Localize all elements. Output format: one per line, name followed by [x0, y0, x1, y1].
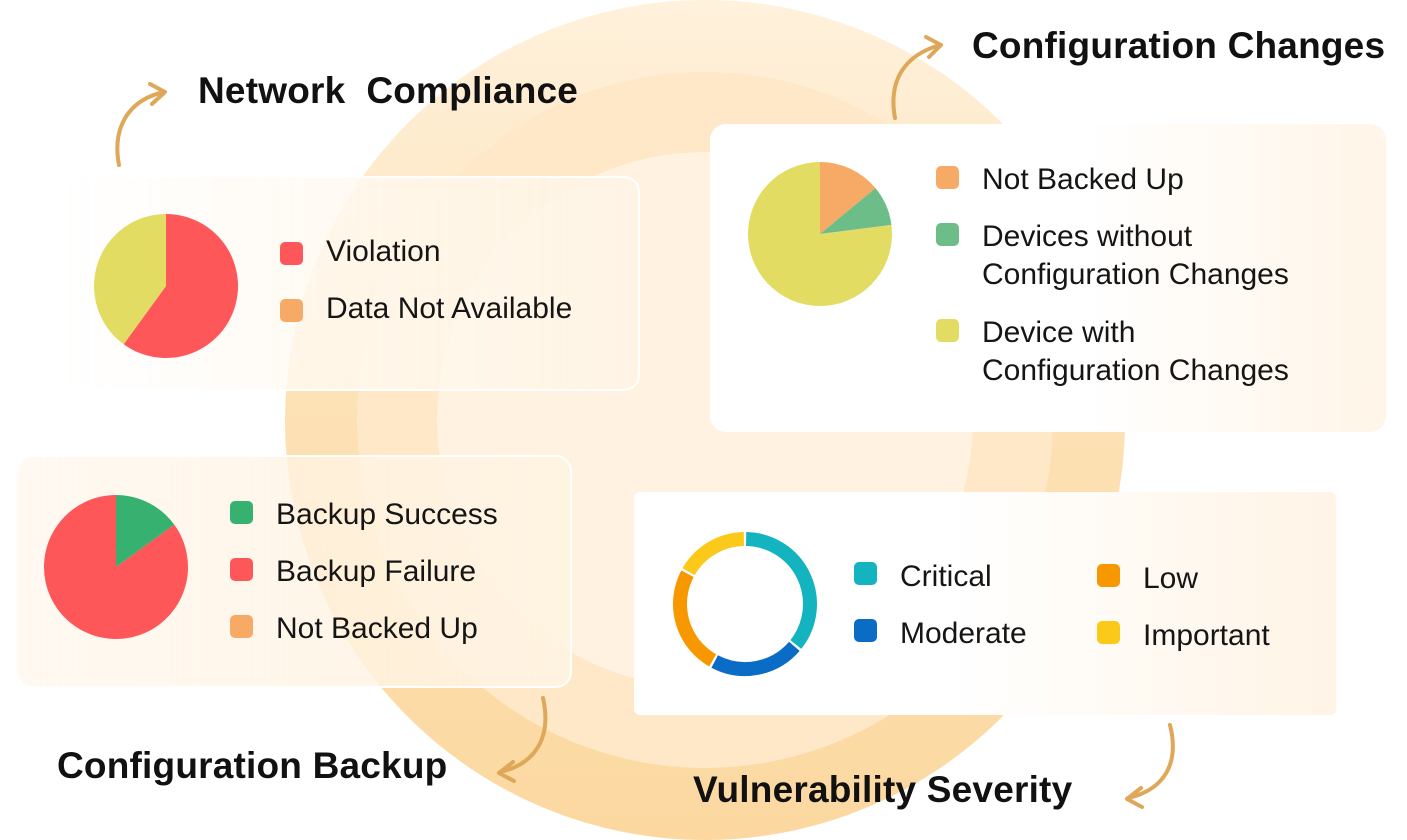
configuration-changes-card: Not Backed Up Devices without Configurat…: [710, 124, 1386, 432]
donut-segment-moderate: [711, 641, 800, 676]
legend-label-device-with-line2: Configuration Changes: [982, 354, 1289, 387]
network-compliance-card: Violation Data Not Available: [60, 176, 640, 391]
donut-segment-low: [673, 570, 717, 667]
swatch-low: [1097, 564, 1120, 587]
pie-slice-backup-failure: [43, 495, 188, 639]
legend-label-devices-without-line2: Configuration Changes: [982, 258, 1289, 291]
configuration-backup-pie: [43, 495, 188, 639]
arrow-network-compliance: [115, 82, 167, 167]
swatch-violation: [280, 242, 303, 265]
legend-label-low: Low: [1143, 562, 1199, 595]
legend-label-not-backed-up: Not Backed Up: [982, 163, 1184, 196]
arrow-vulnerability-severity: [1125, 723, 1175, 809]
network-compliance-title: Network Compliance: [198, 70, 579, 111]
swatch-important: [1097, 621, 1120, 644]
swatch-backup-failure: [230, 558, 253, 581]
swatch-data-not-available: [280, 299, 303, 322]
pie-slice-devices-without-configuration-changes: [820, 188, 892, 234]
vulnerability-severity-donut: [673, 532, 817, 676]
legend-label-backup-failure: Backup Failure: [276, 555, 477, 588]
arrow-configuration-backup: [497, 696, 548, 783]
configuration-changes-title: Configuration Changes: [972, 25, 1386, 66]
swatch-not-backed-up-backup: [230, 615, 253, 638]
swatch-devices-without-changes: [936, 223, 959, 246]
legend-label-not-backed-up-backup: Not Backed Up: [276, 612, 478, 645]
arrow-configuration-changes: [891, 35, 943, 120]
swatch-not-backed-up: [936, 166, 959, 189]
donut-segment-critical: [745, 532, 817, 649]
legend-label-backup-success: Backup Success: [276, 498, 498, 531]
configuration-changes-pie: [748, 162, 892, 306]
legend-label-device-with-line1: Device with: [982, 316, 1136, 349]
legend-label-moderate: Moderate: [900, 617, 1027, 650]
pie-slice-other: [94, 214, 166, 345]
configuration-backup-title: Configuration Backup: [57, 745, 448, 786]
donut-segment-important: [682, 532, 745, 576]
swatch-device-with-changes: [936, 319, 959, 342]
legend-label-violation: Violation: [326, 235, 441, 268]
legend-label-data-not-available: Data Not Available: [326, 292, 573, 325]
pie-slice-backup-success: [116, 495, 175, 567]
pie-slice-violation: [123, 214, 238, 358]
configuration-backup-card: Backup Success Backup Failure Not Backed…: [16, 455, 572, 688]
network-compliance-pie: [94, 214, 238, 358]
vulnerability-severity-title: Vulnerability Severity: [693, 769, 1073, 810]
swatch-backup-success: [230, 501, 253, 524]
swatch-critical: [854, 562, 877, 585]
legend-label-important: Important: [1143, 619, 1270, 652]
legend-label-critical: Critical: [900, 560, 992, 593]
swatch-moderate: [854, 619, 877, 642]
pie-slice-not-backed-up: [820, 162, 876, 234]
pie-slice-device-with-configuration-changes: [748, 162, 892, 306]
vulnerability-severity-card: Critical Low Moderate Important: [634, 492, 1336, 715]
legend-label-devices-without-line1: Devices without: [982, 220, 1193, 253]
